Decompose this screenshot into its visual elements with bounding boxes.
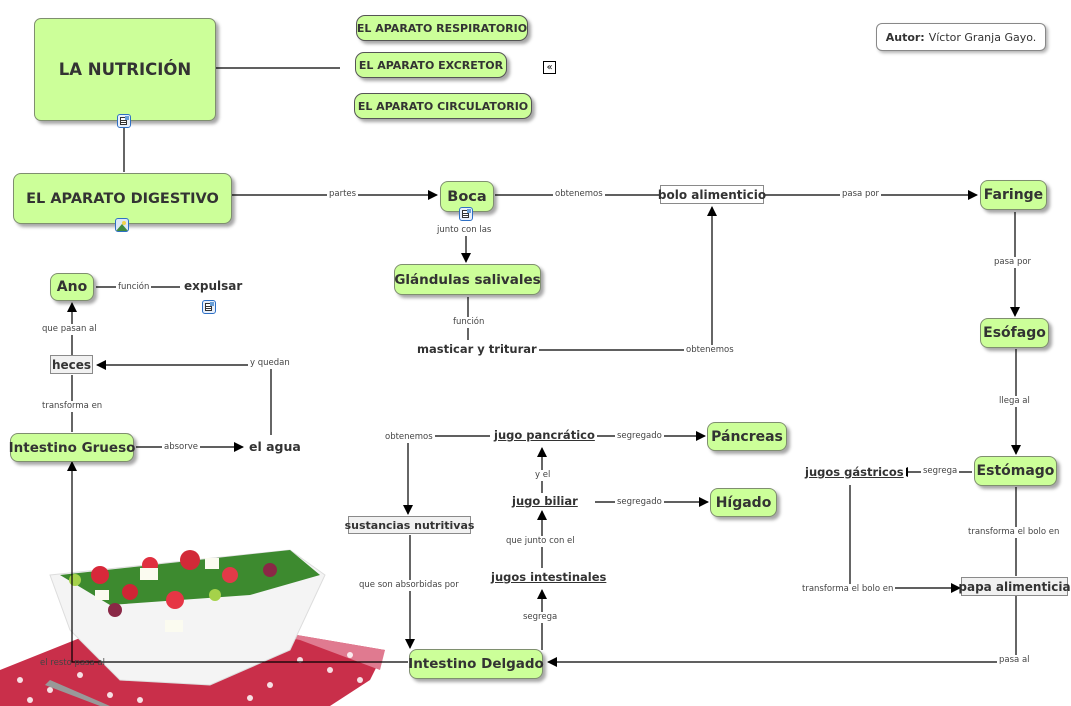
excretor-label: EL APARATO EXCRETOR: [358, 58, 504, 72]
higado-label: Hígado: [715, 494, 772, 511]
line-papa-intestino: [547, 596, 1017, 667]
ano-node[interactable]: Ano: [50, 273, 94, 301]
heces-concept[interactable]: heces: [50, 355, 93, 374]
respiratorio-label: EL APARATO RESPIRATORIO: [356, 21, 528, 35]
boca-node[interactable]: Boca: [440, 181, 494, 212]
line-pancreatico-sustancias: [403, 435, 490, 515]
link-label: segrega: [521, 612, 560, 623]
jugo-pancreatico-concept[interactable]: jugo pancrático: [492, 428, 597, 442]
esofago-label: Esófago: [983, 325, 1046, 341]
boca-label: Boca: [447, 188, 487, 205]
link-label: obtenemos: [684, 345, 736, 356]
line-masticar-bolo: [522, 206, 717, 351]
glandulas-node[interactable]: Glándulas salivales: [394, 264, 541, 295]
collapse-double-chevron-icon[interactable]: «: [543, 61, 556, 74]
line-agua-heces: [96, 360, 272, 435]
salad-photo: [0, 520, 385, 706]
expulsar-concept[interactable]: expulsar: [182, 279, 245, 293]
excretor-node[interactable]: EL APARATO EXCRETOR: [355, 52, 507, 78]
link-label: pasa por: [840, 189, 882, 200]
link-label: junto con las: [435, 225, 494, 236]
link-label: absorve: [162, 442, 200, 453]
jugo-biliar-concept[interactable]: jugo biliar: [510, 494, 580, 508]
agua-concept[interactable]: el agua: [247, 439, 303, 454]
nutricion-node[interactable]: LA NUTRICIÓN: [34, 18, 216, 121]
link-label: que junto con el: [504, 536, 577, 547]
line-jugos-papa: [849, 485, 961, 593]
bolo-concept[interactable]: bolo alimenticio: [658, 185, 766, 204]
ano-label: Ano: [56, 279, 88, 295]
pancreas-label: Páncreas: [711, 428, 783, 445]
intestino-delgado-label: Intestino Delgado: [408, 656, 544, 672]
digestivo-label: EL APARATO DIGESTIVO: [26, 190, 219, 207]
document-resource-icon[interactable]: [459, 207, 473, 221]
higado-node[interactable]: Hígado: [710, 488, 777, 517]
link-label: y el: [533, 470, 553, 481]
link-label: y quedan: [248, 358, 292, 369]
estomago-label: Estómago: [976, 463, 1055, 479]
link-label: segregado: [615, 497, 664, 508]
faringe-node[interactable]: Faringe: [980, 180, 1047, 210]
link-label: obtenemos: [553, 189, 605, 200]
image-resource-icon[interactable]: [115, 218, 129, 232]
author-label: Autor:: [885, 30, 925, 44]
link-label: partes: [327, 189, 359, 200]
link-label: función: [451, 317, 487, 328]
intestino-grueso-node[interactable]: Intestino Grueso: [8, 433, 136, 462]
digestivo-node[interactable]: EL APARATO DIGESTIVO: [13, 173, 232, 224]
estomago-node[interactable]: Estómago: [974, 456, 1057, 486]
masticar-concept[interactable]: masticar y triturar: [415, 342, 539, 356]
sustancias-concept[interactable]: sustancias nutritivas: [345, 516, 474, 534]
glandulas-label: Glándulas salivales: [394, 271, 541, 288]
link-label: pasa al: [997, 655, 1032, 666]
link-label: pasa por: [992, 257, 1034, 268]
jugos-gastricos-concept[interactable]: jugos gástricos: [803, 465, 906, 479]
faringe-label: Faringe: [983, 187, 1044, 203]
circulatorio-label: EL APARATO CIRCULATORIO: [357, 99, 529, 113]
intestino-delgado-node[interactable]: Intestino Delgado: [408, 649, 544, 679]
document-resource-icon[interactable]: [202, 300, 216, 314]
document-resource-icon[interactable]: [117, 114, 131, 128]
author-box: Autor:Víctor Granja Gayo.: [876, 23, 1046, 51]
link-label: segrega: [921, 466, 960, 477]
link-label: transforma el bolo en: [800, 584, 896, 595]
circulatorio-node[interactable]: EL APARATO CIRCULATORIO: [354, 93, 532, 119]
intestino-grueso-label: Intestino Grueso: [8, 439, 136, 456]
link-label: transforma el bolo en: [966, 527, 1062, 538]
pancreas-node[interactable]: Páncreas: [707, 422, 787, 451]
link-label: que son absorbidas por: [357, 580, 461, 591]
link-label: segregado: [615, 431, 664, 442]
link-label: transforma en: [40, 401, 105, 412]
nutricion-label: LA NUTRICIÓN: [58, 60, 192, 79]
link-label: obtenemos: [383, 432, 435, 443]
papa-concept[interactable]: papa alimenticia: [958, 577, 1071, 596]
esofago-node[interactable]: Esófago: [980, 318, 1049, 348]
respiratorio-node[interactable]: EL APARATO RESPIRATORIO: [356, 15, 528, 41]
link-label: llega al: [997, 396, 1032, 407]
jugos-intestinales-concept[interactable]: jugos intestinales: [489, 570, 609, 584]
link-label: el resto pasa al: [40, 658, 106, 668]
link-label: función: [116, 282, 152, 293]
author-name: Víctor Granja Gayo.: [928, 30, 1037, 44]
link-label: que pasan al: [40, 324, 99, 335]
